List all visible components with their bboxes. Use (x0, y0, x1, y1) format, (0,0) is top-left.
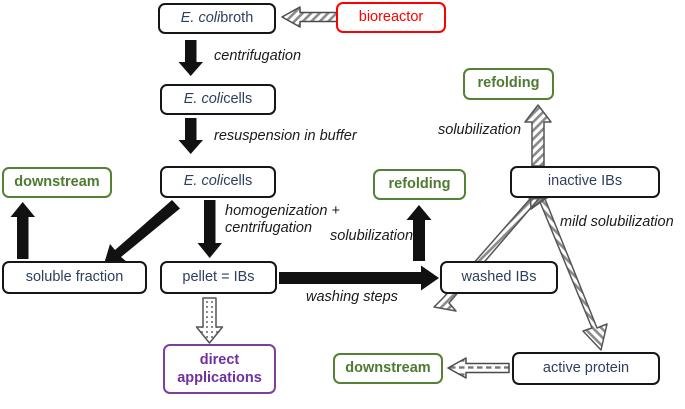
node-downstream-bottom-label: downstream (345, 359, 431, 376)
node-soluble-fraction[interactable]: soluble fraction (2, 261, 147, 294)
node-bioreactor[interactable]: bioreactor (336, 2, 446, 33)
node-active-protein-label: active protein (542, 359, 630, 376)
arrow-pellet-to-washed (279, 265, 439, 291)
node-pellet-ibs-label: pellet = IBs (182, 268, 255, 285)
node-e-coli-cells-1-rest: cells (223, 90, 253, 107)
edge-label-centrifugation: centrifugation (214, 48, 302, 64)
edge-label-homogenization-line2: centrifugation (225, 220, 313, 237)
edge-label-mild-solubilization: mild solubilization (560, 214, 674, 230)
arrow-inactive-to-refolding1 (524, 104, 552, 167)
arrow-washed-to-refolding2 (406, 205, 432, 261)
edge-label-solubilization-washed: solubilization (330, 228, 414, 244)
arrow-cells2-to-pellet (197, 200, 222, 258)
node-e-coli-cells-2-rest: cells (223, 173, 253, 190)
node-refolding-top-label: refolding (477, 75, 540, 92)
node-e-coli-broth[interactable]: E. coli broth (158, 3, 276, 34)
edge-label-homogenization: homogenization + centrifugation (225, 203, 395, 237)
edge-label-resuspension: resuspension in buffer (214, 128, 357, 144)
node-refolding-top[interactable]: refolding (463, 68, 554, 100)
node-active-protein[interactable]: active protein (512, 352, 660, 385)
node-refolding-middle[interactable]: refolding (373, 169, 466, 200)
arrow-soluble-to-downstream1 (10, 202, 35, 259)
node-downstream-bottom[interactable]: downstream (333, 353, 443, 384)
arrow-cells1-to-cells2 (178, 118, 203, 154)
node-pellet-ibs[interactable]: pellet = IBs (160, 261, 277, 294)
node-direct-applications-line2: applications (177, 370, 262, 386)
node-e-coli-broth-rest: broth (220, 9, 254, 26)
node-inactive-ibs[interactable]: inactive IBs (510, 166, 660, 198)
edge-label-homogenization-line1: homogenization + (225, 203, 340, 219)
node-downstream-top-label: downstream (14, 173, 100, 190)
edge-label-washing-steps: washing steps (306, 289, 398, 305)
arrow-bioreactor-to-broth (281, 6, 339, 28)
node-downstream-top[interactable]: downstream (2, 167, 112, 198)
node-direct-applications-line1: direct (199, 351, 240, 368)
node-e-coli-cells-1[interactable]: E. coli cells (160, 84, 276, 115)
arrow-pellet-to-direct (195, 297, 224, 344)
node-soluble-fraction-label: soluble fraction (25, 268, 124, 285)
arrow-cells2-to-soluble (104, 200, 180, 264)
node-e-coli-cells-1-italic: E. coli (183, 90, 224, 107)
arrow-active-to-downstream2 (447, 357, 510, 379)
node-e-coli-cells-2[interactable]: E. coli cells (160, 166, 276, 198)
edge-label-solubilization-inactive: solubilization (438, 122, 522, 138)
node-inactive-ibs-label: inactive IBs (547, 173, 623, 190)
node-e-coli-cells-2-italic: E. coli (183, 173, 224, 190)
node-e-coli-broth-italic: E. coli (180, 9, 221, 26)
node-washed-ibs-label: washed IBs (461, 268, 537, 285)
node-direct-applications[interactable]: direct applications (163, 344, 276, 394)
arrow-broth-to-cells1 (178, 40, 203, 76)
node-refolding-middle-label: refolding (388, 175, 451, 192)
node-bioreactor-label: bioreactor (358, 8, 424, 25)
node-washed-ibs[interactable]: washed IBs (440, 261, 558, 294)
